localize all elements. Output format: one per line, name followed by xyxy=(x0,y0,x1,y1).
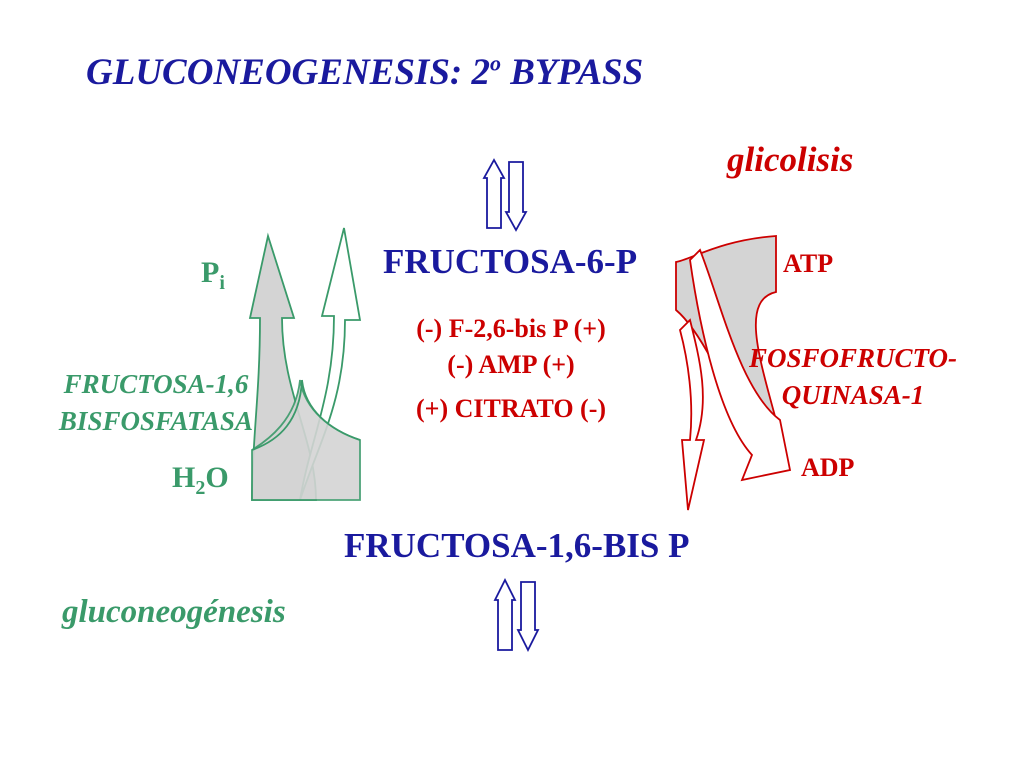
slide-title: GLUCONEOGENESIS: 2o BYPASS xyxy=(86,50,644,93)
fructose-16-bisphosphate-label: FRUCTOSA-1,6-BIS P xyxy=(344,526,690,565)
fbpase-curved-arrows-icon xyxy=(248,227,362,501)
glycolysis-label: glicolisis xyxy=(727,140,854,179)
pfk-curved-arrows-icon xyxy=(675,235,792,511)
top-equilibrium-arrows-icon xyxy=(482,158,528,232)
bottom-equilibrium-arrows-icon xyxy=(493,577,540,653)
atp-label: ATP xyxy=(783,249,834,278)
fructose-6-phosphate-label: FRUCTOSA-6-P xyxy=(383,242,638,281)
regulator-citrate: (+) CITRATO (-) xyxy=(415,394,607,423)
pfk1-enzyme-label: FOSFOFRUCTO-QUINASA-1 xyxy=(748,343,958,410)
water-label: H2O xyxy=(172,461,229,499)
regulator-amp: (-) AMP (+) xyxy=(447,350,575,379)
regulator-f26bp: (-) F-2,6-bis P (+) xyxy=(416,314,606,343)
adp-label: ADP xyxy=(801,453,855,482)
fbpase-enzyme-label: FRUCTOSA-1,6 BISFOSFATASA xyxy=(58,369,254,436)
phosphate-label: Pi xyxy=(201,256,225,294)
gluconeogenesis-label: gluconeogénesis xyxy=(62,594,286,630)
